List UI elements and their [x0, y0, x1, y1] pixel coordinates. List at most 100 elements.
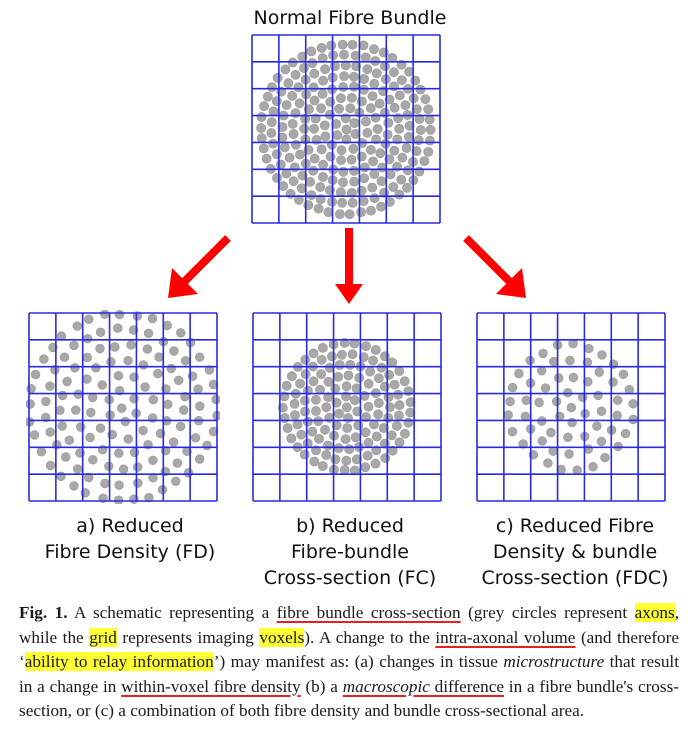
panel-b-label: b) Reduced Fibre-bundle Cross-section (F… [263, 515, 437, 589]
highlighted-text: grid [89, 627, 117, 647]
axon-circle-icon [326, 40, 337, 51]
axon-circle-icon [306, 190, 317, 200]
axon-circle-icon [367, 182, 378, 193]
highlighted-text: voxels [259, 627, 305, 647]
axon-circle-icon [133, 478, 143, 488]
axon-circle-icon [365, 103, 376, 114]
caption-text: that result in a change in [19, 652, 679, 696]
axon-circle-icon [85, 432, 95, 443]
axon-circle-icon [307, 58, 318, 68]
axon-circle-icon [314, 433, 324, 444]
axon-circle-icon [26, 417, 35, 427]
axon-circle-icon [370, 345, 381, 355]
axon-circle-icon [399, 376, 410, 387]
axon-circle-icon [208, 379, 219, 390]
axon-circle-icon [300, 406, 310, 417]
axon-circle-icon [72, 464, 83, 474]
underlined-text: difference [429, 676, 505, 696]
axon-circle-icon [309, 456, 320, 467]
axon-circle-icon [346, 93, 357, 103]
axon-circle-icon [389, 379, 400, 390]
axon-circle-icon [120, 416, 131, 427]
axon-circle-icon [321, 450, 332, 460]
axon-circle-icon [317, 461, 328, 471]
axon-circle-icon [370, 56, 381, 66]
axon-circle-icon [520, 411, 530, 422]
axon-circle-icon [316, 103, 326, 114]
axon-circle-icon [339, 71, 349, 82]
axon-circle-icon [389, 145, 400, 156]
axon-circle-icon [394, 90, 405, 101]
voxel-grid [476, 312, 666, 502]
axon-circle-icon [420, 94, 431, 104]
axon-circle-icon [373, 409, 384, 420]
highlighted-text: ability to relay information [24, 652, 214, 671]
axon-circle-icon [287, 371, 297, 382]
axon-circle-icon [138, 425, 148, 436]
axon-circle-icon [204, 365, 215, 375]
axon-circle-icon [323, 376, 334, 387]
axon-circle-icon [335, 209, 345, 219]
axon-circle-icon [394, 366, 405, 376]
axon-circle-icon [372, 124, 383, 134]
axon-circle-icon [106, 357, 116, 367]
axon-circle-icon [373, 398, 384, 408]
axon-circle-icon [370, 458, 381, 469]
axon-circle-icon [300, 354, 311, 365]
axon-circle-icon [26, 383, 36, 394]
arrows-group [168, 228, 526, 304]
axon-circle-icon [343, 370, 354, 381]
axon-circle-icon [144, 493, 154, 503]
axon-circle-icon [423, 147, 434, 157]
axon-circle-icon [505, 396, 515, 407]
axon-circle-icon [608, 377, 618, 387]
axon-circle-icon [628, 399, 638, 409]
axon-circle-icon [309, 95, 320, 106]
axon-circle-icon [266, 117, 277, 127]
arrow-to-c-icon [463, 235, 526, 298]
axon-circle-icon [256, 112, 267, 122]
axon-circle-icon [583, 376, 593, 387]
axon-circle-icon [369, 44, 379, 54]
axon-circle-icon [316, 144, 327, 155]
axon-circle-icon [113, 323, 123, 333]
axons-group [277, 338, 416, 476]
axon-circle-icon [341, 124, 352, 135]
axon-circle-icon [566, 402, 577, 413]
axon-circle-icon [290, 410, 300, 420]
axon-circle-icon [553, 373, 564, 383]
axon-circle-icon [277, 122, 288, 132]
axon-circle-icon [597, 350, 607, 360]
axon-circle-icon [62, 376, 72, 387]
axon-circle-icon [347, 187, 357, 198]
caption-text: in a fibre bundle's cross-section, or (c… [19, 676, 679, 721]
axon-circle-icon [337, 349, 347, 360]
axon-circle-icon [596, 436, 607, 447]
axon-circle-icon [321, 402, 332, 413]
axon-circle-icon [405, 397, 416, 408]
axon-circle-icon [183, 468, 194, 478]
axon-circle-icon [180, 356, 191, 366]
axon-circle-icon [114, 480, 124, 490]
axon-circle-icon [30, 369, 41, 380]
axon-circle-icon [514, 368, 524, 379]
axon-circle-icon [344, 209, 355, 220]
axon-circle-icon [396, 174, 407, 185]
axon-circle-icon [287, 119, 298, 129]
axon-circle-icon [172, 458, 183, 468]
axon-circle-icon [163, 399, 173, 410]
arrow-to-a-icon [168, 235, 231, 298]
axon-circle-icon [315, 182, 326, 192]
axon-circle-icon [352, 406, 363, 417]
axon-circle-icon [394, 437, 405, 448]
axon-circle-icon [350, 432, 361, 443]
axon-circle-icon [83, 472, 94, 483]
axon-circle-icon [304, 104, 314, 115]
axon-circle-icon [393, 410, 404, 421]
underlined-text: intra-axonal volume [435, 627, 576, 647]
axon-circle-icon [319, 120, 330, 131]
axon-circle-icon [118, 464, 129, 474]
underlined-text: fibre bundle cross-section [276, 603, 461, 622]
axon-circle-icon [288, 129, 299, 139]
axon-circle-icon [362, 128, 373, 138]
